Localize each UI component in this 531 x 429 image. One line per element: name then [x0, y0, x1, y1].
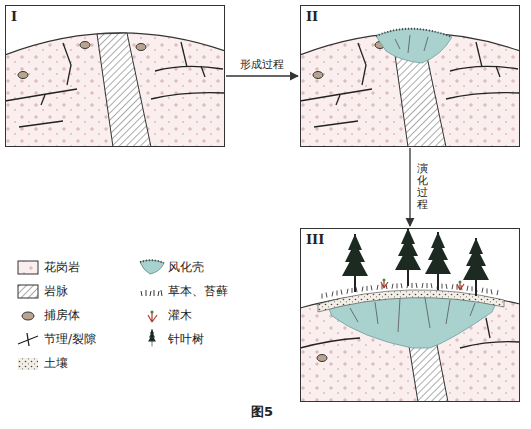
legend-label: 针叶树 — [168, 332, 204, 346]
process-label: 形成过程 — [239, 57, 285, 72]
art-shape — [300, 292, 520, 402]
art-shape — [408, 35, 410, 53]
art-shape — [422, 283, 423, 288]
art-shape — [377, 285, 378, 290]
art-shape — [446, 284, 447, 289]
legend-label: 花岗岩 — [44, 260, 80, 274]
art-shape — [459, 281, 462, 284]
process-label: 演化过程 — [416, 163, 429, 211]
art-shape — [347, 289, 348, 294]
panel-number: I — [6, 8, 22, 26]
art-shape — [141, 290, 162, 296]
art-shape — [463, 238, 489, 296]
panel-frame: II — [300, 5, 520, 147]
legend-swatches — [18, 260, 164, 370]
panel-three-art — [300, 228, 520, 402]
art-shape — [300, 338, 360, 348]
art-shape — [148, 329, 156, 346]
art-shape — [341, 290, 342, 295]
art-shape — [362, 287, 363, 292]
legend-label: 节理/裂隙 — [44, 332, 96, 346]
panel-number: III — [301, 231, 329, 249]
art-shape — [446, 300, 450, 324]
art-shape — [497, 290, 498, 295]
art-shape — [300, 318, 520, 348]
art-shape — [482, 288, 483, 293]
art-shape — [371, 285, 372, 290]
process-arrow — [409, 148, 410, 226]
panel-two-art — [300, 29, 520, 147]
art-shape — [18, 333, 38, 346]
art-shape — [150, 310, 153, 313]
legend-label: 草本、苔藓 — [168, 284, 228, 298]
art-shape — [342, 234, 368, 292]
art-shape — [460, 342, 520, 348]
art-shape — [398, 298, 400, 332]
panel-one-art — [5, 33, 225, 147]
art-shape — [375, 302, 378, 324]
art-shape — [397, 283, 398, 288]
art-shape — [317, 355, 327, 362]
art-shape — [467, 286, 468, 291]
art-shape — [367, 286, 368, 291]
art-shape — [442, 284, 443, 289]
legend-label: 风化壳 — [168, 260, 204, 274]
art-shape — [352, 288, 353, 293]
art-shape — [140, 260, 164, 274]
art-shape — [18, 358, 38, 370]
art-shape — [332, 291, 333, 296]
art-shape — [487, 288, 488, 293]
panel-frame: I — [5, 5, 225, 147]
art-shape — [337, 290, 338, 295]
art-shape — [424, 37, 428, 51]
art-shape — [392, 284, 393, 289]
panel-number: II — [301, 8, 323, 26]
art-shape — [401, 283, 402, 288]
art-shape — [395, 228, 421, 286]
art-shape — [470, 303, 475, 316]
art-shape — [148, 313, 157, 322]
art-shape — [412, 283, 413, 288]
art-shape — [5, 33, 225, 147]
legend-label: 岩脉 — [44, 284, 68, 298]
legend-label: 捕房体 — [44, 308, 80, 322]
art-shape — [322, 294, 323, 299]
art-shape — [395, 39, 400, 49]
art-shape — [425, 298, 430, 328]
art-shape — [356, 287, 357, 292]
art-shape — [472, 286, 473, 291]
art-shape — [431, 283, 432, 288]
grass-strokes — [322, 283, 498, 299]
art-shape — [18, 261, 38, 274]
art-shape — [350, 298, 475, 332]
legend-label: 灌木 — [168, 308, 192, 322]
art-shape — [376, 29, 452, 63]
art-shape — [326, 292, 327, 297]
art-shape — [395, 35, 428, 53]
art-shape — [452, 284, 453, 289]
art-shape — [408, 340, 448, 402]
process-arrow — [226, 75, 298, 76]
legend-label: 土壤 — [44, 356, 68, 370]
art-shape — [486, 318, 490, 338]
panel-frame: III — [300, 228, 520, 402]
figure-caption: 图5 — [251, 404, 273, 420]
art-shape — [383, 279, 386, 282]
art-shape — [425, 232, 451, 290]
art-shape — [140, 260, 164, 263]
shrubs — [381, 279, 464, 291]
art-shape — [18, 285, 38, 298]
art-shape — [427, 283, 428, 288]
art-shape — [22, 312, 34, 320]
art-shape — [376, 29, 452, 37]
art-shape — [350, 308, 358, 322]
art-shape — [491, 289, 492, 294]
art-shape — [416, 283, 417, 288]
